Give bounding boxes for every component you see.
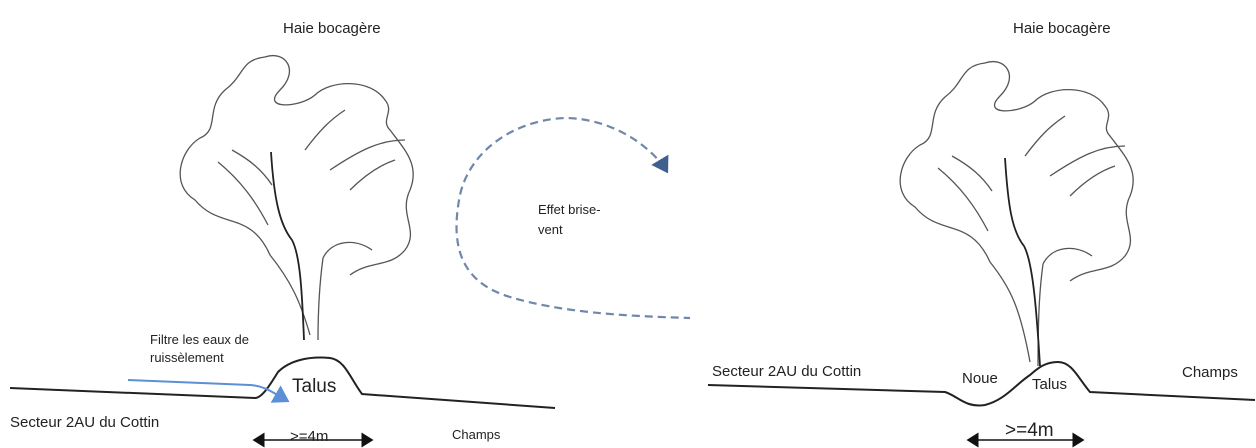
windbreak-label: Effet brise-vent: [538, 202, 601, 237]
right-tree-canopy: [899, 60, 1134, 367]
right-width-label: >=4m: [1005, 420, 1054, 441]
left-tree-trunk: [270, 151, 305, 341]
right-talus-label: Talus: [1032, 376, 1068, 393]
left-title: Haie bocagère: [283, 20, 381, 37]
left-sector-label: Secteur 2AU du Cottin: [10, 414, 160, 431]
left-talus-label: Talus: [292, 376, 337, 397]
left-field-label: Champs: [452, 427, 501, 442]
right-tree-trunk: [1004, 157, 1041, 367]
right-sector-label: Secteur 2AU du Cottin: [712, 363, 862, 380]
ditch-label: Noue: [962, 370, 998, 387]
water-filter-label: Filtre les eaux de ruissèlement: [150, 332, 249, 365]
right-ground-line: [707, 360, 1256, 407]
windbreak-arrow-head: [651, 154, 669, 174]
left-ground-line: [9, 356, 556, 409]
left-width-label: >=4m: [290, 428, 329, 445]
windbreak-arrow: [455, 116, 691, 320]
right-field-label: Champs: [1182, 364, 1238, 381]
water-runoff-arrow: [127, 379, 290, 403]
left-tree-canopy: [179, 54, 414, 341]
right-title: Haie bocagère: [1013, 20, 1111, 37]
